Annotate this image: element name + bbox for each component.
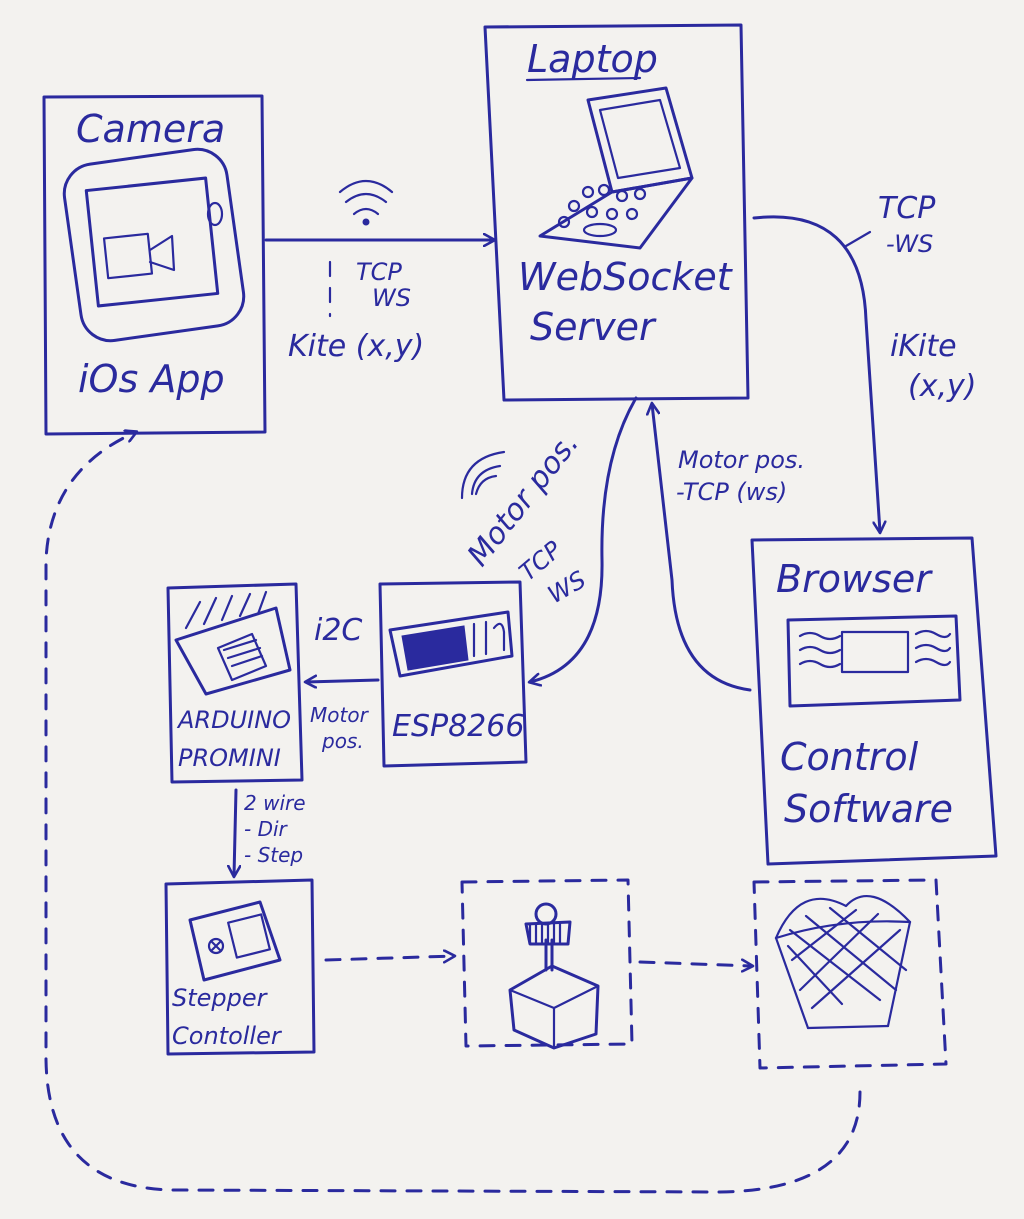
esp-node: ESP8266 [378,580,528,768]
stepper-box [164,878,316,1056]
edge-arduino-stepper-line2: - Dir [244,817,289,841]
wifi-icon [460,450,506,500]
stepper-title-line1: Stepper [172,984,269,1012]
camera-node: Camera iOs App [42,94,267,436]
stepper-board-icon [188,900,282,982]
edge-camera-laptop-proto2: WS [372,284,411,312]
arduino-box [166,582,304,784]
camera-box [42,94,267,436]
stepper-motor-icon [508,902,600,1050]
arduino-title-line1: ARDUINO [176,706,291,734]
edge-browser-laptop-payload: Motor pos. [678,446,805,474]
phone-icon [62,147,246,343]
kite-icon [774,894,912,1030]
edge-laptop-esp-payload: Motor pos. [461,426,586,573]
kite-node [752,878,948,1070]
edge-camera-laptop-payload: Kite (x,y) [288,329,424,364]
edge-kite-camera-loop [44,432,862,1194]
edge-arduino-stepper-line1: 2 wire [244,791,306,815]
laptop-icon [538,86,694,250]
edge-browser-laptop: Motor pos. -TCP (ws) [652,404,805,692]
edge-laptop-browser-proto2: -WS [886,230,933,258]
kite-box [752,878,948,1070]
motor-box [460,878,634,1048]
esp-board-icon [388,610,514,678]
stepper-node: Stepper Contoller [164,878,316,1056]
edge-laptop-browser: TCP -WS iKite (x,y) [752,191,976,532]
browser-subtitle-line1: Control [780,735,919,779]
browser-node: Browser Control Software [750,536,998,866]
laptop-subtitle-line2: Server [530,305,657,349]
edge-motor-kite [638,962,752,966]
arduino-board-icon [174,590,292,696]
edge-laptop-browser-payload1: iKite [890,329,957,364]
edge-arduino-stepper: 2 wire - Dir - Step [234,788,306,876]
browser-subtitle-line2: Software [784,787,953,831]
edge-esp-arduino-payload2: pos. [321,729,364,753]
camera-title: Camera [76,107,225,151]
edge-esp-arduino-bus: i2C [314,613,362,648]
esp-title: ESP8266 [392,709,524,744]
arduino-title-line2: PROMINI [178,744,281,772]
edge-camera-laptop-proto1: TCP [356,258,402,286]
browser-title: Browser [776,557,933,601]
edge-esp-arduino-payload1: Motor [310,703,370,727]
motor-node [460,878,634,1050]
laptop-box [483,23,750,402]
esp-box [378,580,528,768]
browser-window-icon [786,614,962,708]
camera-subtitle: iOs App [78,357,225,401]
edge-stepper-motor [324,956,454,960]
edge-camera-laptop: TCP WS Kite (x,y) [264,179,494,364]
laptop-title: Laptop [527,37,658,81]
edge-laptop-esp-proto2: WS [543,565,591,609]
edge-esp-arduino: i2C Motor pos. [306,613,380,753]
browser-box [750,536,998,866]
arduino-node: ARDUINO PROMINI [166,582,304,784]
edge-arduino-stepper-line3: - Step [244,843,303,867]
laptop-node: Laptop WebSocket Server [483,23,750,402]
laptop-subtitle-line1: WebSocket [518,255,734,299]
edge-browser-laptop-proto: -TCP (ws) [676,478,787,506]
edge-laptop-browser-proto1: TCP [878,191,936,226]
stepper-title-line2: Contoller [172,1022,283,1050]
wifi-icon [338,179,394,226]
edge-laptop-browser-payload2: (x,y) [908,369,976,404]
